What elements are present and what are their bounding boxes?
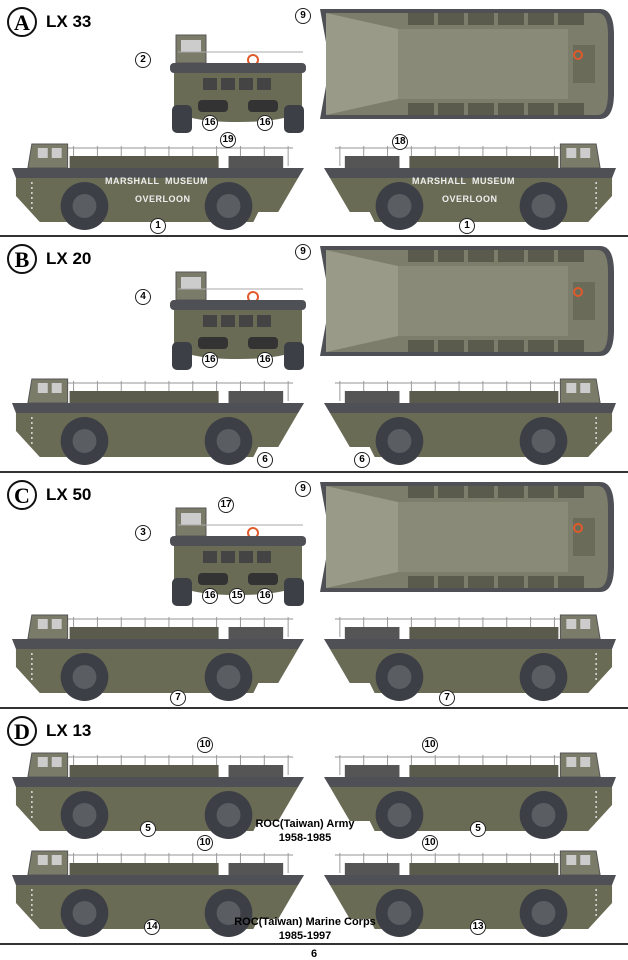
hull-text-museum: MUSEUM (165, 176, 208, 186)
scheme-a-panel: A LX 33 MARSHALL MUSEUM OVERLOON MARSHAL… (0, 0, 628, 237)
army-caption: ROC(Taiwan) Army 1958-1985 (200, 817, 410, 845)
scheme-title: LX 50 (46, 485, 92, 504)
army-right-side-view (320, 749, 618, 841)
amphibious-vehicle-side-drawing (323, 143, 617, 230)
amphibious-vehicle-side-drawing (11, 378, 305, 465)
callout-marker: 16 (202, 352, 218, 368)
callout-marker: 5 (140, 821, 156, 837)
hull-text-overloon: OVERLOON (442, 194, 498, 204)
scheme-letter-badge: C (7, 480, 37, 510)
callout-marker: 9 (295, 244, 311, 260)
amphibious-vehicle-side-drawing (11, 143, 305, 230)
callout-marker: 17 (218, 497, 234, 513)
army-caption-line1: ROC(Taiwan) Army (255, 818, 355, 830)
scheme-letter-badge: B (7, 244, 37, 274)
scheme-title: LX 13 (46, 721, 92, 740)
marine-caption: ROC(Taiwan) Marine Corps 1985-1997 (200, 915, 410, 943)
callout-marker: 16 (202, 115, 218, 131)
scheme-c-panel: C LX 50 9 17 3 16 15 16 7 7 (0, 473, 628, 709)
callout-marker: 2 (135, 52, 151, 68)
amphibious-vehicle-top-drawing (320, 9, 614, 119)
amphibious-vehicle-side-drawing (11, 752, 305, 839)
amphibious-vehicle-side-drawing (11, 850, 305, 937)
callout-marker: 10 (197, 835, 213, 851)
callout-marker: 1 (150, 218, 166, 234)
amphibious-vehicle-front-drawing (170, 271, 306, 370)
scheme-d-panel: D LX 13 ROC(Taiwan) Army 1958-1985 ROC(T… (0, 709, 628, 945)
hull-text-museum: MUSEUM (472, 176, 515, 186)
callout-marker: 3 (135, 525, 151, 541)
army-caption-line2: 1958-1985 (278, 832, 332, 844)
top-view (318, 242, 616, 360)
left-side-view (10, 375, 308, 467)
callout-marker: 9 (295, 8, 311, 24)
callout-marker: 13 (470, 919, 486, 935)
top-view (318, 478, 616, 596)
callout-marker: 7 (439, 690, 455, 706)
right-side-view (320, 140, 618, 232)
callout-marker: 4 (135, 289, 151, 305)
marine-left-side-view (10, 847, 308, 939)
amphibious-vehicle-front-drawing (170, 507, 306, 606)
hull-text-marshall: MARSHALL (105, 176, 160, 186)
front-view (168, 503, 308, 608)
amphibious-vehicle-side-drawing (323, 752, 617, 839)
scheme-title: LX 33 (46, 12, 92, 31)
right-side-view (320, 611, 618, 703)
hull-text-marshall: MARSHALL (412, 176, 467, 186)
front-view (168, 267, 308, 372)
callout-marker: 6 (257, 452, 273, 468)
top-view (318, 5, 616, 123)
scheme-letter-badge: D (7, 716, 37, 746)
callout-marker: 7 (170, 690, 186, 706)
callout-marker: 10 (422, 737, 438, 753)
army-left-side-view (10, 749, 308, 841)
marine-right-side-view (320, 847, 618, 939)
callout-marker: 6 (354, 452, 370, 468)
hull-text-overloon: OVERLOON (135, 194, 191, 204)
left-side-view (10, 140, 308, 232)
callout-marker: 15 (229, 588, 245, 604)
amphibious-vehicle-side-drawing (323, 850, 617, 937)
left-side-view (10, 611, 308, 703)
right-side-view (320, 375, 618, 467)
scheme-letter-badge: A (7, 7, 37, 37)
amphibious-vehicle-side-drawing (323, 614, 617, 701)
callout-marker: 16 (202, 588, 218, 604)
page-number: 6 (310, 948, 318, 960)
amphibious-vehicle-top-drawing (320, 246, 614, 356)
callout-marker: 16 (257, 588, 273, 604)
amphibious-vehicle-top-drawing (320, 482, 614, 592)
callout-marker: 16 (257, 115, 273, 131)
front-view (168, 30, 308, 135)
callout-marker: 5 (470, 821, 486, 837)
callout-marker: 10 (422, 835, 438, 851)
callout-marker: 19 (220, 132, 236, 148)
callout-marker: 18 (392, 134, 408, 150)
callout-marker: 10 (197, 737, 213, 753)
callout-marker: 9 (295, 481, 311, 497)
marine-caption-line1: ROC(Taiwan) Marine Corps (234, 916, 376, 928)
callout-marker: 14 (144, 919, 160, 935)
marine-caption-line2: 1985-1997 (278, 930, 332, 942)
callout-marker: 1 (459, 218, 475, 234)
scheme-b-panel: B LX 20 9 4 16 16 6 6 (0, 237, 628, 473)
amphibious-vehicle-side-drawing (11, 614, 305, 701)
callout-marker: 16 (257, 352, 273, 368)
scheme-title: LX 20 (46, 249, 92, 268)
amphibious-vehicle-side-drawing (323, 378, 617, 465)
amphibious-vehicle-front-drawing (170, 34, 306, 133)
